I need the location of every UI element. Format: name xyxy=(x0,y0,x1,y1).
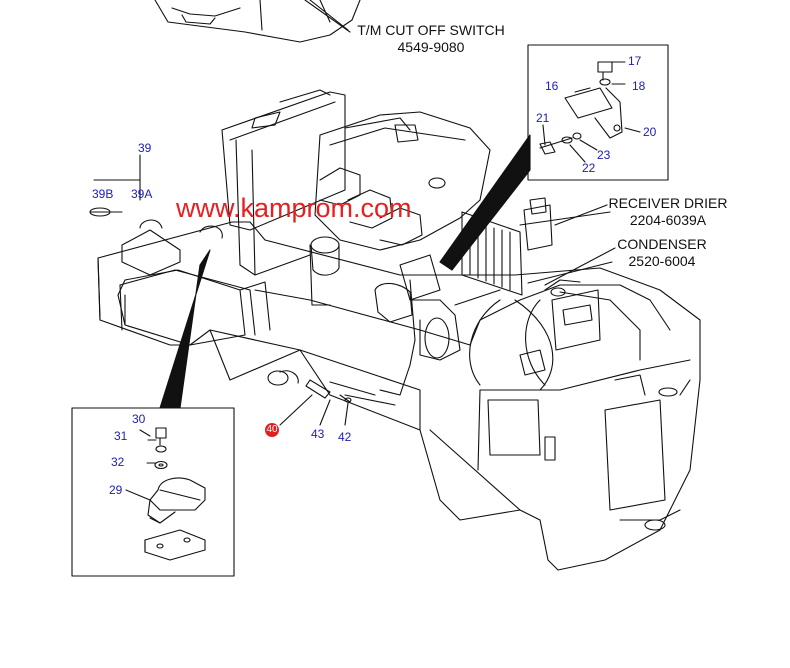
cab-fragment xyxy=(154,0,361,43)
leader-wedge-lower xyxy=(159,249,211,409)
item-number-21: 21 xyxy=(536,111,550,125)
receiver-drier-label: RECEIVER DRIER 2204-6039A xyxy=(604,196,732,227)
item-number-23: 23 xyxy=(597,148,611,162)
item-number-22: 22 xyxy=(582,161,596,175)
item-number-39a: 39A xyxy=(131,187,153,201)
item-number-20: 20 xyxy=(643,125,657,139)
condenser-name: CONDENSER xyxy=(617,236,707,252)
detail-box-left xyxy=(71,407,235,577)
item-number-40: 40 xyxy=(265,423,279,437)
leader-wedge-upper xyxy=(439,134,531,271)
condenser-part: 2520-6004 xyxy=(628,253,696,269)
item-number-32: 32 xyxy=(111,455,125,469)
condenser-label: CONDENSER 2520-6004 xyxy=(612,237,712,268)
item-number-17: 17 xyxy=(628,54,642,68)
item-number-18: 18 xyxy=(632,79,646,93)
item-number-42: 42 xyxy=(338,430,352,444)
receiver-drier-part: 2204-6039A xyxy=(629,212,707,228)
item-number-39: 39 xyxy=(138,141,152,155)
wire-harness xyxy=(267,279,416,406)
receiver-drier-name: RECEIVER DRIER xyxy=(608,195,728,211)
tm-cut-off-switch-part: 4549-9080 xyxy=(397,39,465,55)
detail-box-right xyxy=(527,44,669,181)
item-number-29: 29 xyxy=(109,483,123,497)
item-number-30: 30 xyxy=(132,412,146,426)
small-item-leaders xyxy=(279,394,352,426)
chassis-frame xyxy=(97,221,701,571)
tm-cut-off-switch-label: T/M CUT OFF SWITCH 4549-9080 xyxy=(356,23,506,54)
item-number-43: 43 xyxy=(311,427,325,441)
condenser-unit xyxy=(461,197,613,376)
item-number-31: 31 xyxy=(114,429,128,443)
radiator-block xyxy=(221,89,346,276)
bracket-39 xyxy=(89,154,271,346)
tm-cut-off-switch-name: T/M CUT OFF SWITCH xyxy=(357,22,505,38)
watermark: www.kamprom.com xyxy=(176,193,412,223)
item-number-39b: 39B xyxy=(92,187,114,201)
item-number-16: 16 xyxy=(545,79,559,93)
callout-leaders xyxy=(304,0,616,286)
engine-block xyxy=(309,111,501,361)
